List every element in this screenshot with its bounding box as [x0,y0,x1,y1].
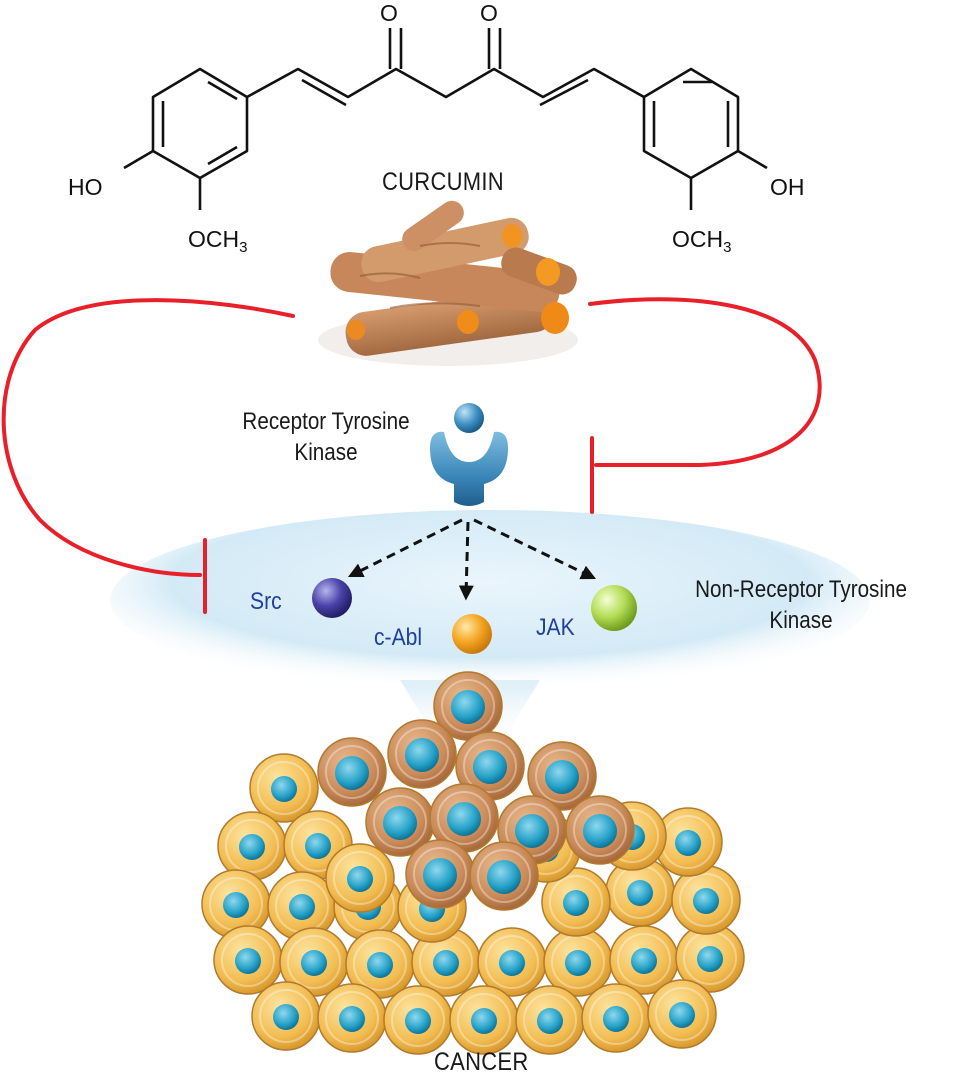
cancer-cell [201,869,271,939]
cancer-cell [647,979,717,1049]
cancer-cell-dividing [365,787,435,857]
receptor-label-line1: Receptor Tyrosine [242,408,410,435]
arrow-to-cabl [458,521,474,601]
cancer-cell [581,983,651,1053]
o-label-right: O [480,0,498,26]
left-inhibition-arc [1,298,295,577]
cancer-cell [251,981,321,1051]
cancer-cell [671,865,741,935]
cancer-cell-dividing [317,737,387,807]
cancer-cell [317,983,387,1053]
cancer-label: CANCER [434,1048,529,1076]
inhibition-lines [1,297,822,614]
right-inhibition-arc [588,297,822,467]
cancer-cell [383,985,453,1055]
cancer-cell [217,811,287,881]
cancer-cell-dividing [565,795,635,865]
receptor-icon [430,403,508,506]
non-receptor-label: Non-Receptor Tyrosine Kinase [680,574,923,636]
och3-left-label: OCH3 [188,226,248,256]
cancer-cell-dividing [429,783,499,853]
turmeric-roots-image [318,200,578,366]
oh-label: OH [770,174,805,200]
cancer-cell [345,929,415,999]
cancer-cell-dividing [469,841,539,911]
curcumin-title: CURCUMIN [382,168,504,196]
ho-label: HO [68,174,103,200]
signal-arrows [347,518,597,601]
cancer-cell [609,925,679,995]
src-ball [312,578,352,618]
arrow-to-jak [473,518,597,580]
receptor-label-line2: Kinase [294,439,358,466]
cancer-cell-dividing [387,719,457,789]
cancer-cell-dividing [405,839,475,909]
receptor-label: Receptor Tyrosine Kinase [214,406,438,468]
cancer-cell [449,985,519,1055]
cancer-cell-dividing [527,741,597,811]
src-label: Src [250,588,282,615]
o-label-left: O [380,0,398,26]
cancer-cell [477,927,547,997]
jak-ball [591,585,637,631]
cancer-cell [213,925,283,995]
cancer-cell [325,843,395,913]
cabl-ball [452,614,492,654]
cancer-cell-dividing [433,671,503,741]
curcumin-structure [123,28,768,210]
arrow-to-src [347,518,463,578]
cancer-cell [411,927,481,997]
non-receptor-label-line2: Kinase [769,607,833,634]
cancer-cell [515,985,585,1055]
cabl-label: c-Abl [374,624,423,651]
cancer-cell-cluster [201,671,745,1055]
non-receptor-label-line1: Non-Receptor Tyrosine [695,576,907,603]
jak-label: JAK [536,614,575,641]
cancer-cell [249,753,319,823]
och3-right-label: OCH3 [672,226,732,256]
cancer-cell-dividing [455,731,525,801]
cancer-cell [541,867,611,937]
cancer-cell [675,923,745,993]
